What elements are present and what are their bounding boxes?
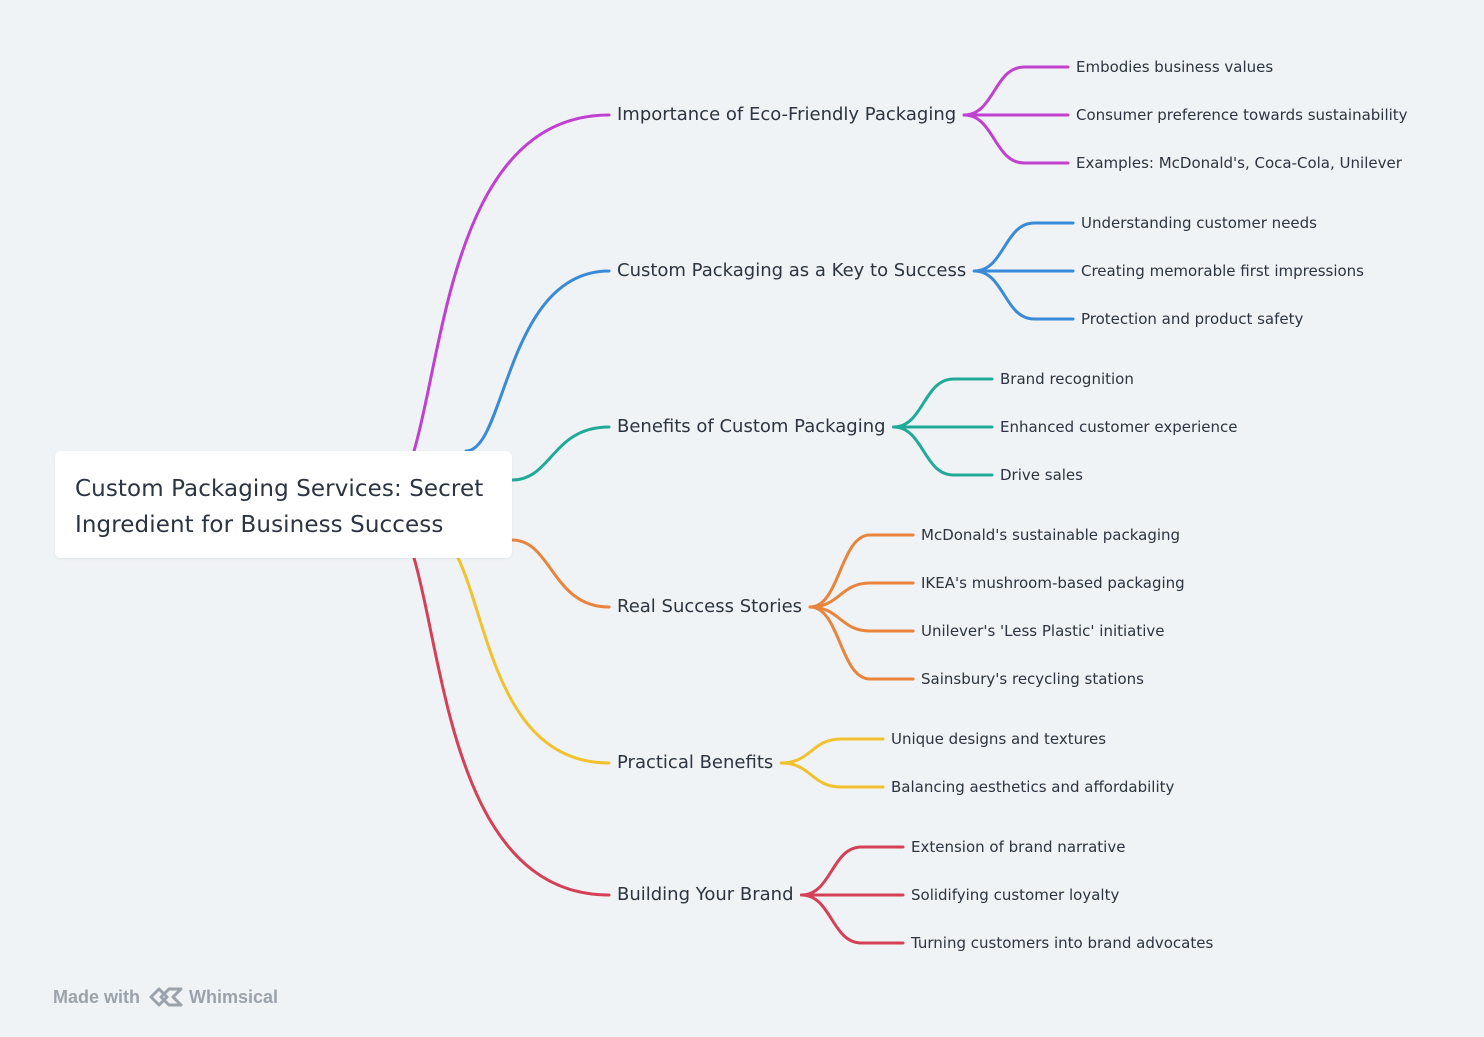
leaf-link-3-1	[808, 581, 915, 609]
leaf-link-3-0	[808, 533, 915, 609]
leaf-node[interactable]: Brand recognition	[1000, 370, 1134, 388]
leaf-node[interactable]: Examples: McDonald's, Coca-Cola, Unileve…	[1076, 154, 1402, 172]
branch-node-6[interactable]: Building Your Brand	[617, 884, 794, 905]
whimsical-brand-text: Whimsical	[189, 986, 279, 1007]
made-with-text: Made with	[53, 986, 141, 1007]
root-link-2	[510, 425, 611, 482]
branch-node-4[interactable]: Real Success Stories	[617, 596, 803, 617]
leaf-link-3-3	[808, 605, 915, 681]
leaf-node[interactable]: Turning customers into brand advocates	[911, 934, 1214, 952]
leaf-link-4-1	[779, 761, 885, 789]
leaf-node[interactable]: Solidifying customer loyalty	[911, 886, 1120, 904]
root-link-0	[412, 113, 611, 453]
made-with-badge[interactable]: Made with Whimsical	[53, 984, 278, 1010]
leaf-node[interactable]: Consumer preference towards sustainabili…	[1076, 106, 1408, 124]
whimsical-logo-icon	[148, 984, 186, 1010]
branch-node-2[interactable]: Custom Packaging as a Key to Success	[617, 260, 967, 281]
root-link-1	[464, 269, 611, 453]
leaf-link-5-0	[800, 845, 905, 897]
leaf-node[interactable]: Sainsbury's recycling stations	[921, 670, 1144, 688]
root-link-4	[456, 556, 611, 765]
leaf-link-0-0	[962, 65, 1070, 117]
leaf-node[interactable]: Understanding customer needs	[1081, 214, 1317, 232]
root-title: Custom Packaging Services: Secret Ingred…	[75, 476, 484, 538]
leaf-link-1-0	[972, 221, 1075, 273]
leaf-link-5-2	[800, 893, 905, 945]
leaf-node[interactable]: Protection and product safety	[1081, 310, 1304, 328]
leaf-node[interactable]: Extension of brand narrative	[911, 838, 1126, 856]
branch-node-3[interactable]: Benefits of Custom Packaging	[617, 416, 886, 437]
leaf-node[interactable]: McDonald's sustainable packaging	[921, 526, 1181, 544]
leaf-node[interactable]: Unilever's 'Less Plastic' initiative	[921, 622, 1165, 640]
branch-node-1[interactable]: Importance of Eco-Friendly Packaging	[617, 104, 957, 125]
root-link-3	[510, 538, 611, 609]
leaf-node[interactable]: Creating memorable first impressions	[1081, 262, 1364, 280]
leaf-link-0-2	[962, 113, 1070, 165]
root-link-5	[412, 556, 611, 897]
branch-node-5[interactable]: Practical Benefits	[617, 752, 774, 773]
leaf-link-4-0	[779, 737, 885, 765]
leaf-link-2-2	[892, 425, 994, 477]
leaf-link-1-2	[972, 269, 1075, 321]
leaf-node[interactable]: Balancing aesthetics and affordability	[891, 778, 1175, 796]
leaf-node[interactable]: Embodies business values	[1076, 58, 1274, 76]
root-node[interactable]: Custom Packaging Services: Secret Ingred…	[55, 451, 512, 558]
leaf-link-3-2	[808, 605, 915, 633]
leaf-link-2-0	[892, 377, 994, 429]
leaf-node[interactable]: Unique designs and textures	[891, 730, 1107, 748]
leaf-node[interactable]: Enhanced customer experience	[1000, 418, 1238, 436]
leaf-node[interactable]: IKEA's mushroom-based packaging	[921, 574, 1185, 592]
leaf-node[interactable]: Drive sales	[1000, 466, 1083, 484]
